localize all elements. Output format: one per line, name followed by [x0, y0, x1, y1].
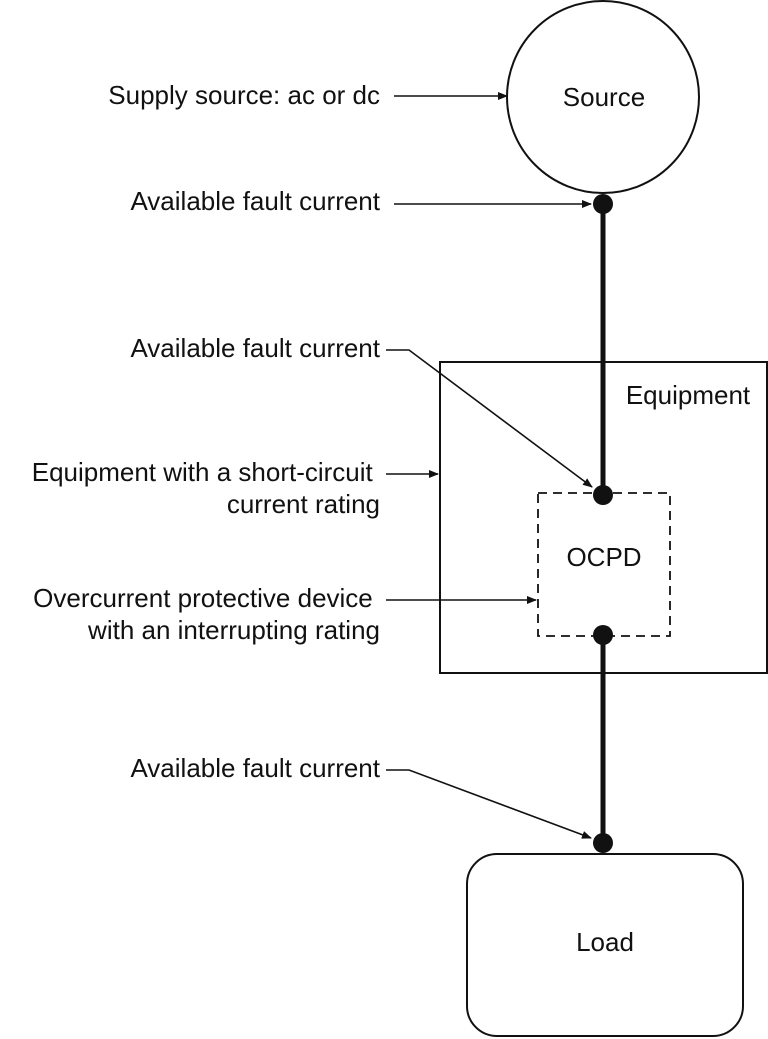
callout-fault-current-source: Available fault current — [130, 186, 380, 216]
fault-point-load — [593, 833, 613, 853]
callout-ocpd-rating-line-1: Overcurrent protective device — [33, 583, 373, 613]
arrow-fault-current-equipment — [386, 349, 593, 488]
equipment-label: Equipment — [626, 380, 751, 410]
load-label: Load — [576, 927, 634, 957]
callout-equipment-sccr-line-1: Equipment with a short-circuit — [32, 457, 374, 487]
callout-ocpd-rating-line-2: with an interrupting rating — [87, 615, 380, 645]
callout-supply-source: Supply source: ac or dc — [108, 80, 380, 110]
callout-fault-current-load: Available fault current — [130, 753, 380, 783]
callout-ocpd-rating: Overcurrent protective device with an in… — [33, 583, 380, 645]
callout-fault-current-equipment: Available fault current — [130, 333, 380, 363]
ocpd-label: OCPD — [566, 542, 641, 572]
load-box — [466, 853, 744, 1037]
fault-point-source — [593, 194, 613, 214]
fault-point-ocpd-load-side — [593, 625, 613, 645]
source-label: Source — [563, 82, 645, 112]
fault-point-equipment — [593, 485, 613, 505]
arrow-fault-current-load — [386, 769, 592, 839]
callout-equipment-sccr: Equipment with a short-circuit current r… — [32, 457, 380, 519]
callout-equipment-sccr-line-2: current rating — [227, 489, 380, 519]
